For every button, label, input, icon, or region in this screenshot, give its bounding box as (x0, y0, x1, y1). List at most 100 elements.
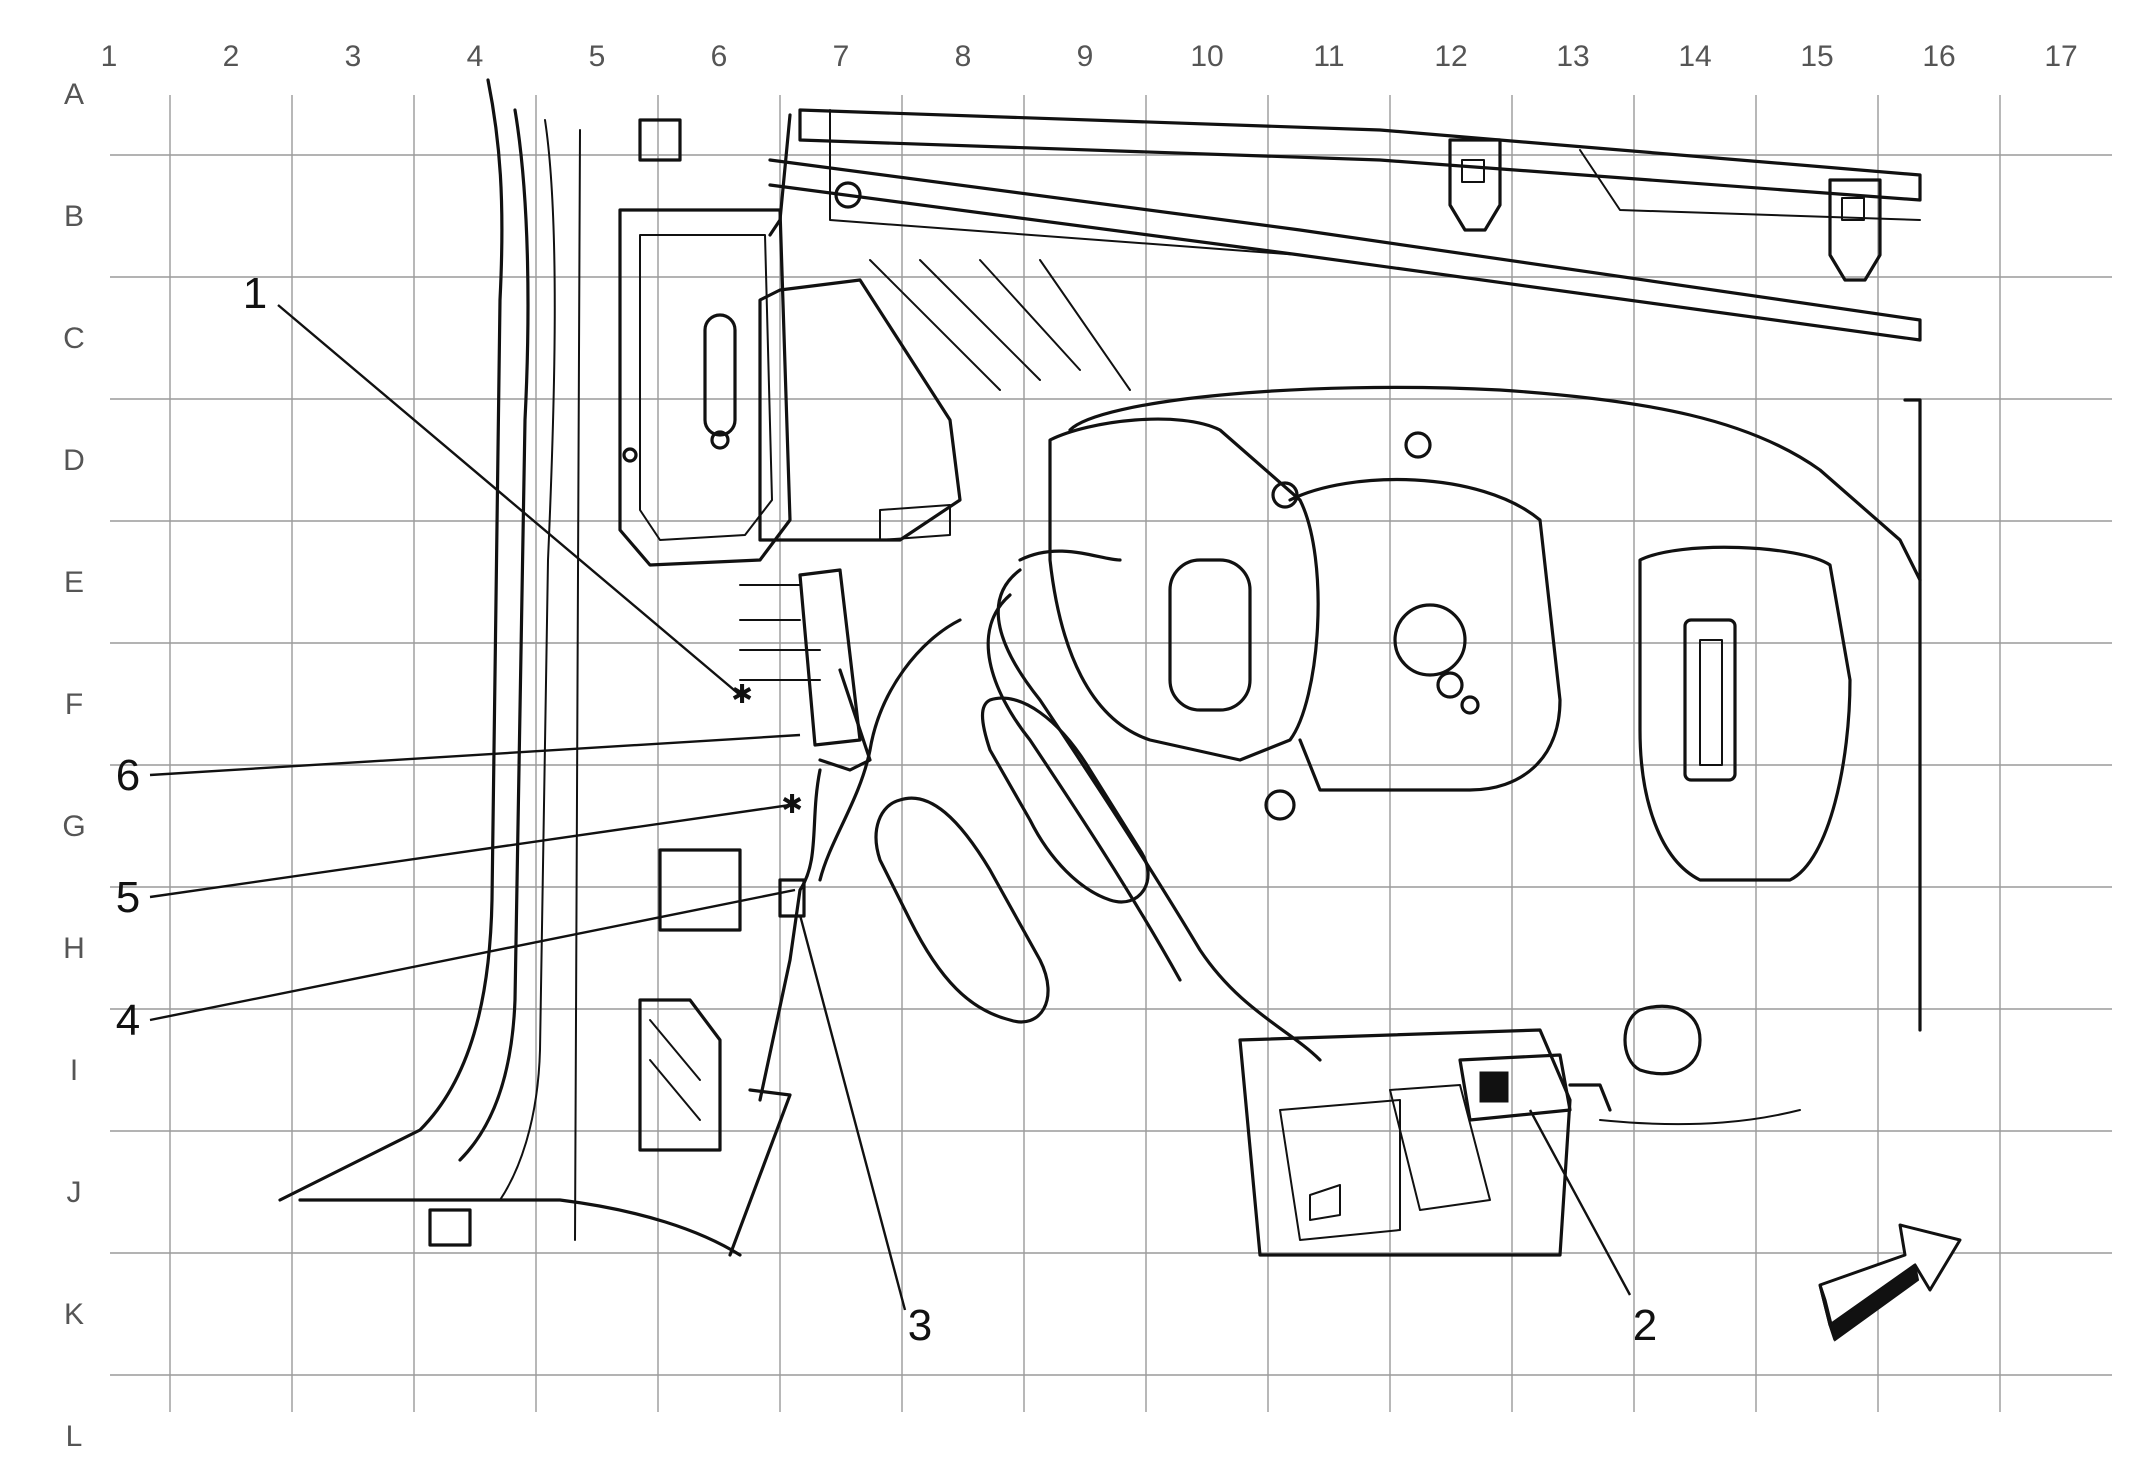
header-hole (834, 181, 862, 209)
rear-panel-nut-2 (1271, 481, 1299, 509)
inner-panel-slot (703, 313, 737, 437)
harness-top-segment (1018, 549, 1122, 562)
leader-3 (798, 914, 907, 1311)
left-pillar-edge (278, 78, 504, 1202)
callout-4: 4 (116, 996, 140, 1045)
column-label: 6 (711, 40, 728, 73)
center-access-opening (1168, 558, 1252, 712)
left-pillar-seam (574, 129, 581, 1241)
lower-right-bracket-hatch (1309, 1184, 1341, 1221)
row-label: H (63, 932, 85, 965)
rear-panel-recess (1288, 477, 1562, 792)
column-label: 13 (1556, 40, 1589, 73)
vehicle-structure-drawing (278, 78, 1922, 1257)
leader-2 (1528, 1109, 1632, 1296)
header-lower-rail (768, 158, 1922, 342)
roof-header-rail (798, 108, 1922, 202)
harness-branch-left (818, 618, 962, 882)
small-connector (778, 878, 806, 918)
left-pillar-inner (458, 108, 530, 1162)
rear-panel-nut-3 (1264, 789, 1296, 821)
row-label: F (65, 688, 83, 721)
rear-panel-upper-edge (1068, 385, 1922, 582)
column-label: 9 (1077, 40, 1094, 73)
lower-left-panel (638, 998, 722, 1152)
row-label: A (64, 78, 84, 111)
lower-right-bracket-window (1389, 1084, 1491, 1211)
row-label: E (64, 566, 84, 599)
header-clip-2 (1828, 178, 1882, 282)
upper-bracket-clip (638, 118, 682, 162)
row-label: C (63, 322, 85, 355)
lower-right-connector (1458, 1053, 1572, 1122)
pigtail-lead (758, 768, 822, 1102)
oval-opening-2 (980, 696, 1150, 904)
inner-panel-hole-2 (710, 430, 730, 450)
harness-main-trunk (996, 568, 1322, 1062)
row-label: J (67, 1176, 82, 1209)
rear-panel-hole (1460, 695, 1480, 715)
column-label: 7 (833, 40, 850, 73)
floor-connector (428, 1208, 472, 1247)
row-label: D (63, 444, 85, 477)
leader-4 (149, 888, 796, 1022)
header-wire (1579, 149, 1921, 221)
right-lower-wire (1599, 1109, 1801, 1126)
center-access-panel (1048, 417, 1320, 762)
callout-leaders: ✱ ✱ (149, 304, 1632, 1311)
row-label: L (66, 1420, 83, 1453)
column-label: 16 (1922, 40, 1955, 73)
column-label: 17 (2044, 40, 2077, 73)
hatched-panel-lines (869, 259, 1131, 391)
column-label: 11 (1313, 40, 1344, 73)
leader-5-star-icon: ✱ (781, 790, 803, 820)
header-clip-1-slot (1461, 159, 1485, 183)
rear-panel-round-boss (1393, 603, 1467, 677)
harness-main-trunk-lower (986, 593, 1182, 982)
direction-arrow-icon (1818, 1223, 1962, 1342)
connector-cluster-pigtails (739, 584, 821, 681)
module-connector (879, 504, 951, 541)
callout-5: 5 (116, 873, 140, 922)
callout-1: 1 (243, 269, 267, 318)
lower-strap (728, 1088, 792, 1257)
left-pillar-trim (499, 119, 556, 1201)
rear-panel-stud (1436, 671, 1464, 699)
leader-5 (149, 803, 791, 899)
lower-left-panel-hatch (649, 1019, 701, 1121)
lower-right-bracket (1238, 1028, 1572, 1257)
floor-rail (298, 1198, 742, 1257)
column-label: 1 (101, 40, 118, 73)
right-edge-panel (1903, 398, 1922, 1032)
column-label: 2 (223, 40, 240, 73)
right-module-pins (1699, 639, 1723, 766)
row-label: B (64, 200, 84, 233)
row-label: K (64, 1298, 84, 1331)
connector-lock (818, 668, 872, 772)
callout-2: 2 (1633, 1301, 1657, 1350)
module-housing (758, 278, 962, 542)
lower-right-bracket-inset (1279, 1099, 1401, 1241)
oval-opening-1 (874, 796, 1050, 1024)
rear-panel-nut-1 (1404, 431, 1432, 459)
inner-panel-left-inset (639, 234, 773, 541)
leader-1-star-icon: ✱ (731, 680, 753, 710)
header-clip-1 (1448, 138, 1502, 232)
inner-panel-left (618, 208, 792, 567)
callout-6: 6 (116, 751, 140, 800)
row-label: I (70, 1054, 78, 1087)
lower-left-bracket (658, 848, 742, 932)
column-label: 12 (1434, 40, 1467, 73)
lower-right-connector-lead (1568, 1083, 1612, 1112)
callout-3: 3 (908, 1301, 932, 1350)
right-module-recess (1638, 545, 1852, 882)
lower-right-connector-latch (1479, 1071, 1509, 1103)
column-label: 10 (1190, 40, 1223, 73)
reference-grid (110, 95, 2112, 1412)
column-label: 3 (345, 40, 362, 73)
column-label: 8 (955, 40, 972, 73)
right-lower-plug (1623, 1004, 1702, 1076)
